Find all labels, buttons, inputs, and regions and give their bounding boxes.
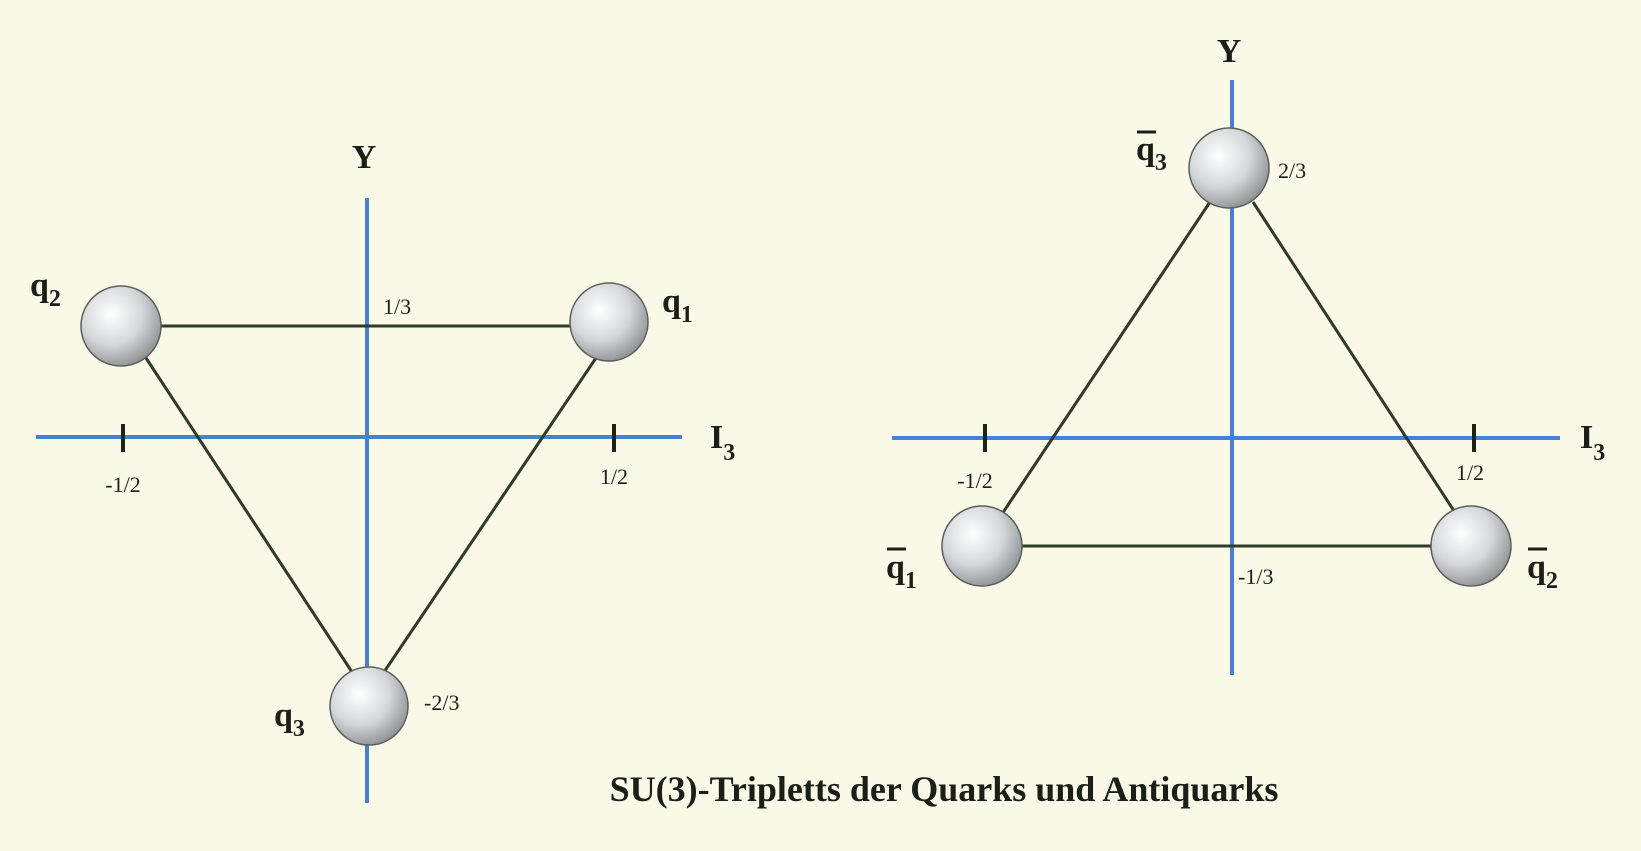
quark-tick-label-plus-half: 1/2 — [600, 464, 628, 489]
quark-y-label-one-third: 1/3 — [383, 294, 411, 319]
antiquark-edge-q1-q3 — [1000, 201, 1212, 515]
antiquark-edge-q2-q3 — [1251, 201, 1458, 515]
figure-caption: SU(3)-Tripletts der Quarks und Antiquark… — [610, 769, 1279, 809]
quark-q3: q3 — [274, 666, 409, 746]
quark-y-label-minus-two-thirds: -2/3 — [424, 690, 459, 715]
quark-edge-q2-q3 — [144, 357, 354, 673]
quark-q3-label: q3 — [274, 697, 305, 742]
quark-i3-axis-title: I3 — [710, 419, 735, 466]
quark-q3-sphere — [329, 666, 409, 746]
antiquark-y-label-minus-one-third: -1/3 — [1238, 564, 1273, 589]
antiquark-tick-label-plus-half: 1/2 — [1456, 460, 1484, 485]
antiquark-y-axis-title: Y — [1217, 33, 1242, 70]
antiquark-q2bar: q2 — [1430, 505, 1558, 594]
quark-tick-label-minus-half: -1/2 — [105, 472, 140, 497]
quark-edge-q1-q3 — [382, 357, 598, 673]
antiquark-q3bar-sphere — [1188, 127, 1270, 209]
antiquark-q3bar-label: q3 — [1136, 131, 1167, 176]
antiquark-q2bar-sphere — [1430, 505, 1512, 587]
quark-y-axis-title: Y — [352, 139, 377, 176]
antiquark-q1bar-label: q1 — [886, 549, 917, 594]
antiquark-triplet-diagram: Y I3 -1/2 1/2 2/3 -1/3 q1 q2 — [886, 33, 1605, 675]
quark-q1-sphere — [569, 282, 649, 362]
antiquark-y-label-two-thirds: 2/3 — [1278, 158, 1306, 183]
quark-q1: q1 — [569, 282, 693, 362]
antiquark-i3-axis-title: I3 — [1580, 419, 1605, 466]
quark-q1-label: q1 — [662, 283, 693, 328]
antiquark-q2bar-label: q2 — [1527, 549, 1558, 594]
antiquark-q3bar: q3 — [1136, 127, 1270, 209]
quark-q2-sphere — [80, 285, 162, 367]
quark-q2: q2 — [30, 267, 162, 367]
antiquark-q1bar: q1 — [886, 505, 1023, 594]
quark-q2-label: q2 — [30, 267, 61, 312]
quark-triplet-diagram: Y I3 -1/2 1/2 1/3 -2/3 q1 q2 — [30, 139, 735, 803]
antiquark-q1bar-sphere — [941, 505, 1023, 587]
antiquark-tick-label-minus-half: -1/2 — [957, 468, 992, 493]
